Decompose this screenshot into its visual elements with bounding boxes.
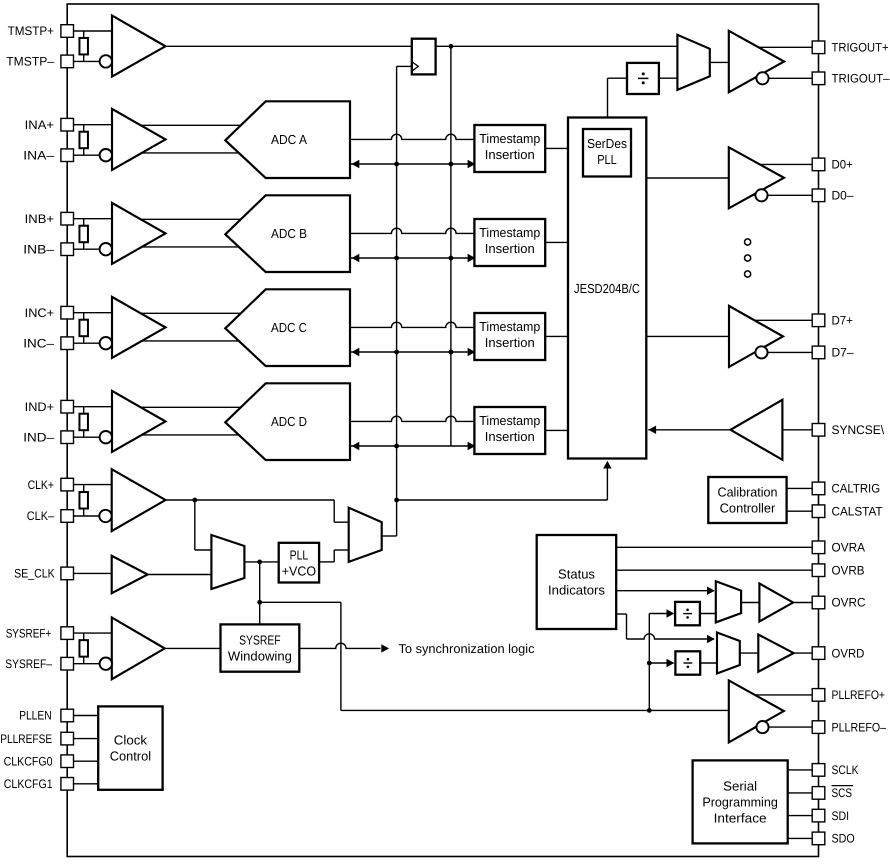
svg-text:CLKCFG1: CLKCFG1 (4, 777, 53, 791)
svg-text:CLK–: CLK– (27, 509, 54, 523)
svg-text:Insertion: Insertion (485, 241, 535, 256)
svg-text:SYNCSE\: SYNCSE\ (832, 423, 885, 437)
svg-text:ADC A: ADC A (271, 132, 307, 147)
svg-text:D0+: D0+ (832, 158, 853, 172)
svg-text:SDI: SDI (832, 809, 850, 823)
svg-text:SerDes: SerDes (587, 136, 627, 151)
svg-text:Control: Control (110, 749, 151, 764)
svg-text:CALTRIG: CALTRIG (832, 482, 881, 496)
svg-text:SDO: SDO (832, 832, 856, 846)
svg-text:D7–: D7– (832, 346, 854, 360)
svg-text:INC–: INC– (23, 336, 54, 350)
svg-text:IND–: IND– (23, 430, 54, 444)
svg-text:INC+: INC+ (25, 306, 54, 320)
svg-text:OVRD: OVRD (832, 646, 865, 660)
svg-text:PLLREFSE: PLLREFSE (0, 732, 52, 746)
svg-text:INB–: INB– (23, 242, 54, 256)
svg-text:SYSREF+: SYSREF+ (6, 626, 52, 640)
svg-text:ADC B: ADC B (271, 226, 307, 241)
svg-text:Serial: Serial (723, 779, 757, 794)
svg-text:Insertion: Insertion (485, 147, 535, 162)
svg-text:Windowing: Windowing (228, 649, 292, 664)
svg-text:OVRC: OVRC (832, 596, 866, 610)
svg-text:Timestamp: Timestamp (479, 413, 540, 428)
svg-text:CALSTAT: CALSTAT (832, 504, 884, 518)
svg-text:Insertion: Insertion (485, 429, 535, 444)
svg-text:TRIGOUT–: TRIGOUT– (832, 72, 890, 86)
svg-text:Timestamp: Timestamp (479, 131, 540, 146)
svg-text:INA–: INA– (23, 148, 54, 162)
svg-text:OVRA: OVRA (832, 541, 866, 555)
svg-text:ADC C: ADC C (271, 320, 307, 335)
svg-text:TMSTP+: TMSTP+ (8, 24, 54, 38)
svg-text:Interface: Interface (714, 811, 767, 826)
svg-text:IND+: IND+ (25, 400, 54, 414)
svg-text:PLLEN: PLLEN (19, 709, 52, 723)
svg-text:Controller: Controller (720, 501, 776, 516)
svg-text:Insertion: Insertion (485, 335, 535, 350)
svg-text:PLL: PLL (597, 152, 617, 167)
svg-text:D7+: D7+ (832, 314, 853, 328)
svg-text:Timestamp: Timestamp (479, 319, 540, 334)
svg-text:To synchronization logic: To synchronization logic (399, 642, 536, 656)
svg-text:SYSREF: SYSREF (239, 633, 281, 648)
svg-text:JESD204B/C: JESD204B/C (574, 281, 640, 296)
svg-text:TRIGOUT+: TRIGOUT+ (832, 41, 889, 55)
svg-text:SCS: SCS (832, 786, 853, 800)
svg-text:Calibration: Calibration (718, 485, 778, 500)
svg-text:PLL: PLL (290, 548, 309, 563)
svg-text:OVRB: OVRB (832, 563, 865, 577)
svg-text:INB+: INB+ (25, 212, 54, 226)
svg-text:INA+: INA+ (25, 118, 54, 132)
svg-text:D0–: D0– (832, 189, 854, 203)
svg-text:Timestamp: Timestamp (479, 225, 540, 240)
svg-text:PLLREFO–: PLLREFO– (832, 720, 887, 734)
svg-text:SE_CLK: SE_CLK (14, 567, 55, 581)
svg-text:Clock: Clock (114, 733, 148, 748)
svg-text:CLKCFG0: CLKCFG0 (4, 754, 53, 768)
svg-text:SCLK: SCLK (832, 763, 860, 777)
svg-text:ADC D: ADC D (271, 414, 307, 429)
svg-text:Indicators: Indicators (548, 583, 605, 598)
svg-text:PLLREFO+: PLLREFO+ (832, 688, 886, 702)
svg-text:Programming: Programming (702, 795, 778, 810)
svg-text:Status: Status (558, 567, 595, 582)
svg-text:TMSTP–: TMSTP– (6, 55, 54, 69)
svg-text:+VCO: +VCO (282, 564, 316, 579)
svg-text:SYSREF–: SYSREF– (5, 657, 52, 671)
svg-text:CLK+: CLK+ (28, 478, 54, 492)
